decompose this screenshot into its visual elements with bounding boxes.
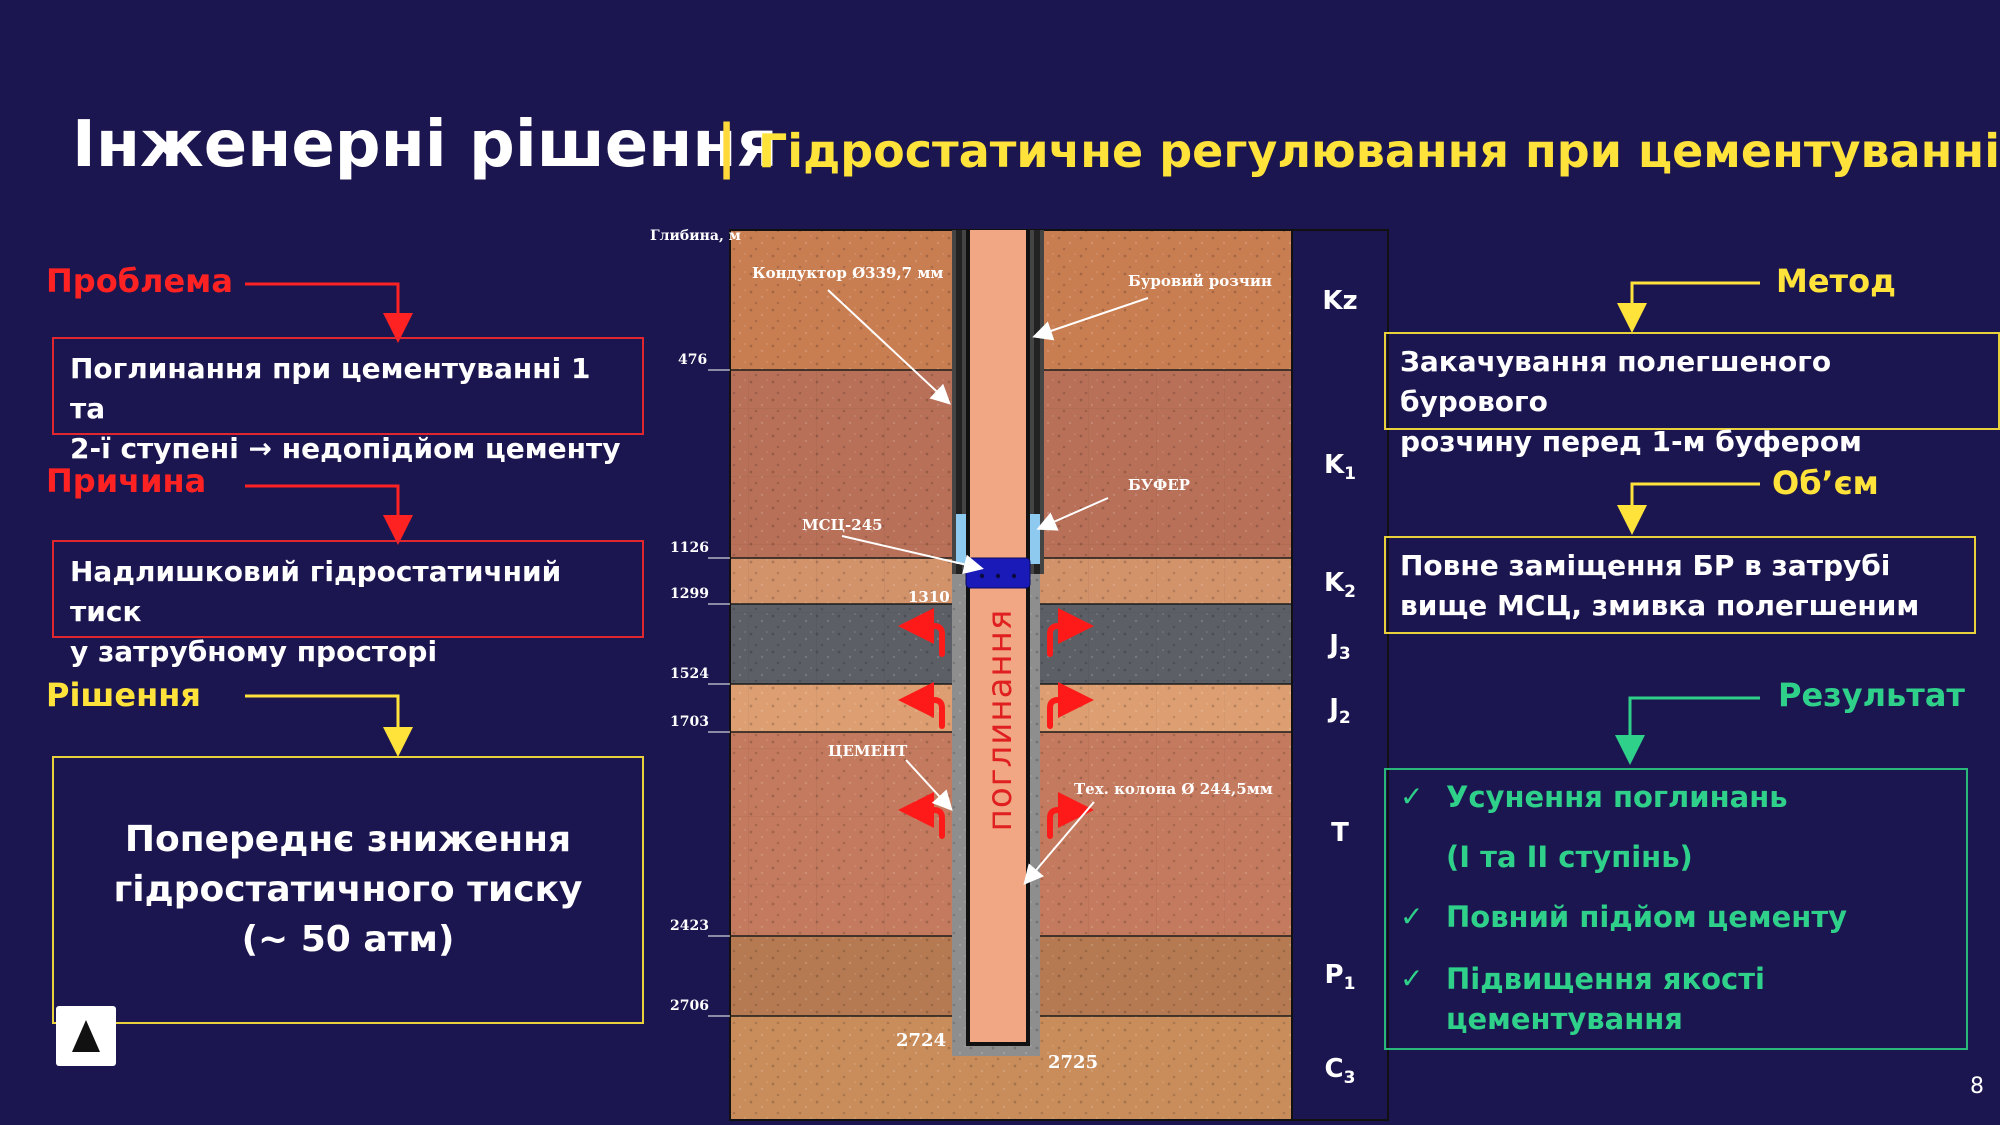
depth-label: 1524 (670, 666, 709, 682)
loss-arrows (898, 608, 1094, 839)
cement-label: ЦЕМЕНТ (828, 742, 908, 760)
problem-line-2: 2-ї ступені → недопідйом цементу (70, 432, 621, 465)
cause-connector (245, 484, 413, 545)
result-connector (1615, 696, 1760, 765)
page-title: Інженерні рішення (72, 108, 778, 182)
conductor-label: Кондуктор Ø339,7 мм (752, 264, 944, 282)
cause-heading: Причина (46, 462, 207, 500)
stratum-j2: J2 (1329, 694, 1351, 729)
page-number: 8 (1970, 1074, 1984, 1099)
stratum-k1: K1 (1324, 450, 1356, 485)
curved-arrow-icon (898, 682, 945, 729)
result-box (1384, 768, 1968, 1050)
check-icon: ✓ (1400, 780, 1424, 813)
problem-line-1: Поглинання при цементуванні 1 та (70, 352, 591, 425)
problem-connector (245, 282, 413, 343)
result-item-2: Повний підйом цементу (1446, 900, 1848, 934)
result-heading: Результат (1778, 676, 1965, 714)
result-item-3-cont: цементування (1446, 1002, 1683, 1036)
triangle-logo-icon (72, 1020, 100, 1052)
pointer-lines (827, 289, 1149, 886)
cause-box: Надлишковий гідростатичний тиск у затруб… (52, 540, 644, 668)
result-item-1-detail: (І та ІІ ступінь) (1446, 840, 1693, 874)
wellbore (952, 230, 1044, 1056)
depth-label: 1703 (670, 714, 709, 730)
curved-arrow-icon (1047, 792, 1094, 839)
stratum-c3: C3 (1324, 1054, 1356, 1089)
tech-column-label: Тех. колона Ø 244,5мм (1074, 780, 1273, 798)
depth-label: 1126 (670, 540, 709, 556)
mud-label: Буровий розчин (1128, 272, 1272, 290)
method-heading: Метод (1776, 262, 1896, 300)
title-separator: | (716, 112, 738, 180)
buffer-right (1030, 514, 1040, 564)
cause-line-1: Надлишковий гідростатичний тиск (70, 555, 562, 628)
volume-box: Повне заміщення БР в затрубі вище МСЦ, з… (1384, 536, 1976, 634)
solution-line-3: (~ 50 атм) (241, 919, 455, 960)
method-line-2: розчину перед 1-м буфером (1400, 425, 1862, 458)
curved-arrow-icon (898, 608, 945, 657)
depth-ticks (708, 369, 730, 1017)
check-icon: ✓ (1400, 962, 1424, 995)
problem-box: Поглинання при цементуванні 1 та 2-ї сту… (52, 337, 644, 465)
method-connector (1617, 281, 1760, 333)
volume-heading: Об’єм (1772, 464, 1879, 502)
volume-line-1: Повне заміщення БР в затрубі (1400, 549, 1891, 582)
conductor-annulus-left (956, 230, 962, 574)
depth-label: 2706 (670, 998, 709, 1014)
curved-arrow-icon (1047, 608, 1094, 657)
bottom-depth-label-2: 2725 (1048, 1052, 1099, 1073)
depth-label: 1299 (670, 586, 709, 602)
method-line-1: Закачування полегшеного бурового (1400, 345, 1832, 418)
msc-label: МСЦ-245 (802, 516, 883, 534)
buffer-label: БУФЕР (1128, 476, 1190, 494)
msc-collar (965, 557, 1031, 589)
result-item-1: Усунення поглинань (1446, 780, 1788, 814)
buffer-left (956, 514, 966, 564)
stratum-k2: K2 (1324, 568, 1356, 603)
depth-header: Глибина, м (650, 228, 741, 244)
logo-icon[interactable] (56, 1006, 116, 1066)
page-subtitle: Гідростатичне регулювання при цементуван… (758, 124, 2000, 178)
result-item-3: Підвищення якості (1446, 962, 1765, 996)
conductor-annulus-right (1034, 230, 1040, 574)
depth-label: 2423 (670, 918, 709, 934)
method-box: Закачування полегшеного бурового розчину… (1384, 332, 2000, 458)
solution-line-2: гідростатичного тиску (113, 869, 583, 910)
depth-label: 476 (678, 352, 708, 368)
solution-box: Попереднє зниження гідростатичного тиску… (52, 756, 644, 1024)
curved-arrow-icon (1047, 682, 1094, 729)
stratum-kz: Kz (1322, 286, 1358, 316)
solution-connector (245, 694, 413, 757)
stratum-t: T (1331, 818, 1349, 848)
wellbore-fill (970, 230, 1026, 1042)
strata-layers (729, 229, 1389, 1121)
solution-heading: Рішення (46, 676, 201, 714)
loss-label: поглинання (980, 608, 1020, 832)
volume-connector (1617, 482, 1760, 535)
msc-depth-label: 1310 (908, 588, 950, 606)
stratum-j3: J3 (1329, 630, 1351, 665)
cause-line-2: у затрубному просторі (70, 635, 438, 668)
bottom-depth-label-1: 2724 (896, 1030, 947, 1051)
solution-line-1: Попереднє зниження (124, 819, 572, 860)
stratum-p1: P1 (1324, 960, 1356, 995)
volume-line-2: вище МСЦ, змивка полегшеним (1400, 589, 1920, 622)
check-icon: ✓ (1400, 900, 1424, 933)
problem-heading: Проблема (46, 262, 233, 300)
